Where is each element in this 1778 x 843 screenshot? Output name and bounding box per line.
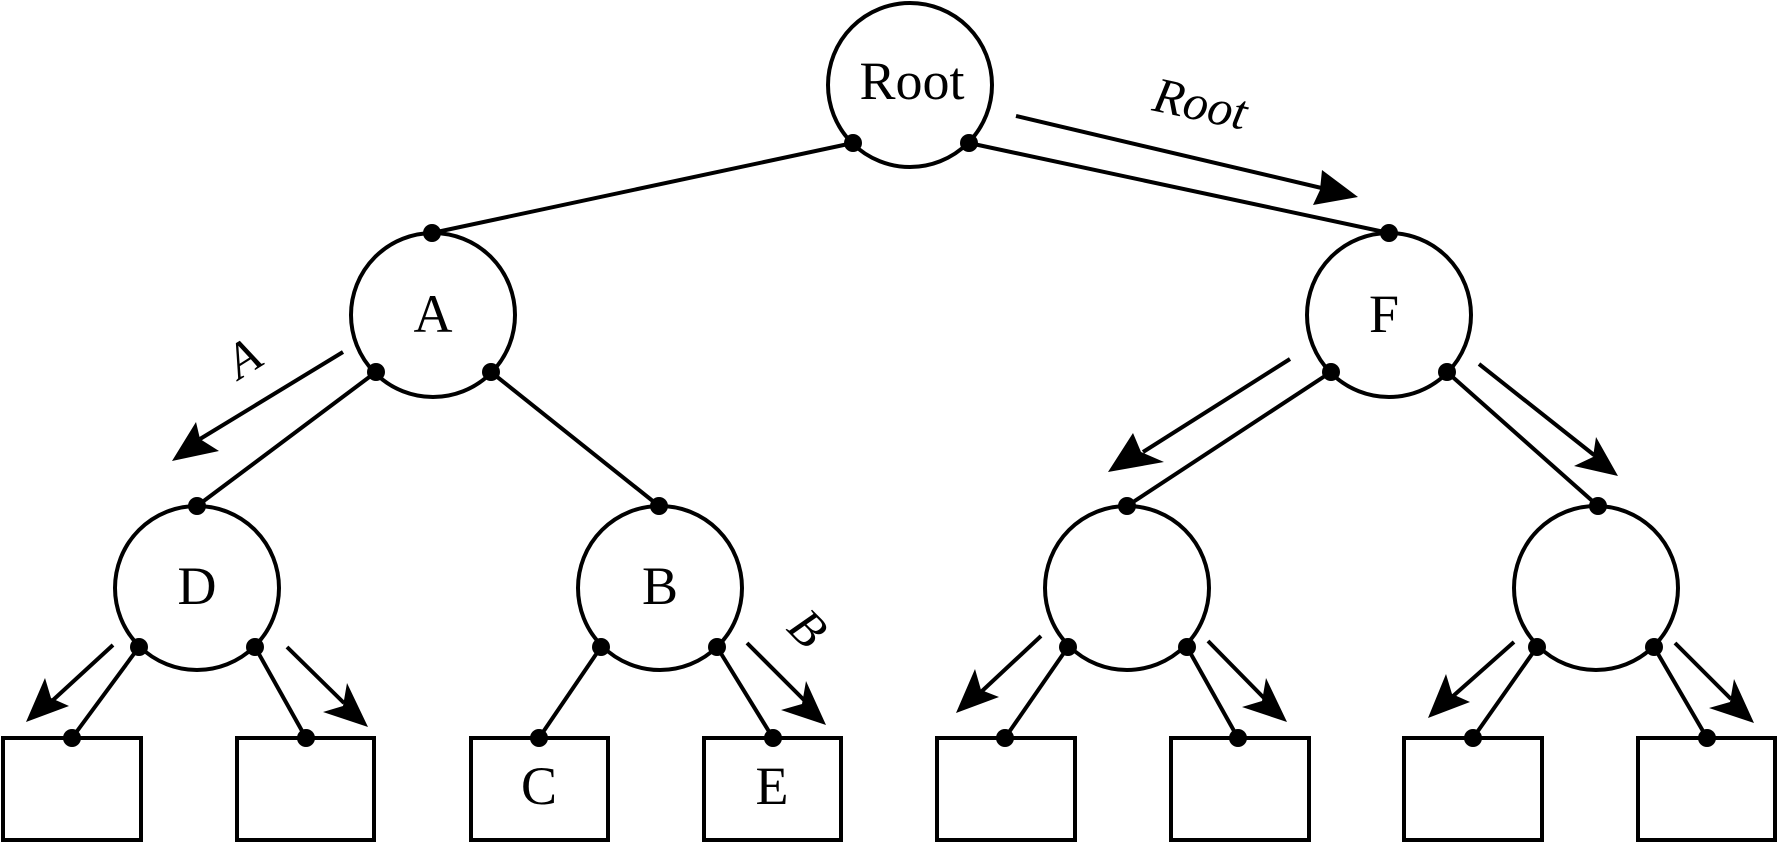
arrow-f2-to-leaf8-shaft bbox=[1673, 641, 1733, 701]
pin-leaf-e-top bbox=[764, 729, 782, 747]
pin-leaf5-top bbox=[996, 729, 1014, 747]
pin-leaf7-top bbox=[1464, 729, 1482, 747]
leaf-label-e: E bbox=[756, 756, 789, 816]
arrow-f2-to-leaf7-head bbox=[1428, 674, 1470, 718]
arrow-d-to-leaf2-head bbox=[323, 683, 368, 727]
pin-f-top bbox=[1380, 224, 1398, 242]
arrow-b-to-e-shaft bbox=[745, 641, 806, 702]
edge-label-b-to-e: B bbox=[777, 597, 838, 658]
node-label-b: B bbox=[642, 556, 678, 616]
pin-d-right bbox=[246, 638, 264, 656]
arrow-root-to-f-shaft bbox=[1015, 114, 1331, 192]
arrow-d-to-leaf2-shaft bbox=[285, 645, 346, 705]
node-label-root: Root bbox=[859, 51, 964, 111]
arrow-f1-to-leaf5-shaft bbox=[979, 634, 1043, 694]
pin-leaf8-top bbox=[1698, 729, 1716, 747]
arrow-f2-to-leaf8-head bbox=[1709, 679, 1754, 723]
arrow-f1-to-leaf6-head bbox=[1242, 678, 1287, 722]
pin-b-top bbox=[650, 497, 668, 515]
arrow-a-to-d-head bbox=[172, 422, 219, 461]
tree-leaves bbox=[1, 736, 1777, 842]
edge-label-root-to-f: Root bbox=[1148, 66, 1254, 141]
leaf-box-e bbox=[702, 736, 843, 842]
pin-f2-right bbox=[1645, 638, 1663, 656]
pin-root-left bbox=[844, 134, 862, 152]
leaf-box-6 bbox=[1169, 736, 1311, 842]
arrow-f-to-f2-head bbox=[1574, 437, 1618, 476]
arrow-f-to-f2-shaft bbox=[1477, 362, 1596, 457]
arrow-f2-to-leaf7-shaft bbox=[1450, 640, 1516, 699]
leaf-box-1 bbox=[1, 736, 143, 842]
arrow-a-to-d-shaft bbox=[198, 350, 345, 441]
pin-f2-left bbox=[1528, 638, 1546, 656]
arrow-root-to-f-head bbox=[1313, 170, 1358, 205]
edge-b-c bbox=[537, 645, 603, 740]
edge-f-f1 bbox=[1125, 370, 1333, 508]
traversal-arrows bbox=[26, 114, 1754, 727]
edge-a-b bbox=[489, 370, 661, 508]
pin-b-left bbox=[592, 638, 610, 656]
arrow-f1-to-leaf6-shaft bbox=[1206, 639, 1266, 700]
arrow-f1-to-leaf5-head bbox=[956, 669, 999, 713]
arrow-d-to-leaf1-shaft bbox=[50, 643, 115, 703]
pin-f-left bbox=[1322, 363, 1340, 381]
node-label-a: A bbox=[414, 284, 453, 344]
pin-f2-top bbox=[1589, 497, 1607, 515]
edge-a-d bbox=[195, 370, 378, 508]
leaf-box-2 bbox=[235, 736, 376, 842]
tree-edges bbox=[70, 141, 1709, 740]
edge-f2-leaf7 bbox=[1471, 645, 1539, 740]
edge-f2-leaf8 bbox=[1652, 645, 1709, 740]
arrow-f-to-f1-shaft bbox=[1141, 357, 1292, 454]
edge-b-e bbox=[715, 645, 775, 740]
pin-leaf1-top bbox=[63, 729, 81, 747]
leaf-box-5 bbox=[935, 736, 1077, 842]
leaf-box-7 bbox=[1402, 736, 1544, 842]
node-root bbox=[826, 1, 994, 169]
pin-d-left bbox=[130, 638, 148, 656]
pin-b-right bbox=[708, 638, 726, 656]
edge-label-a-to-d: A bbox=[213, 326, 272, 392]
node-label-f: F bbox=[1369, 284, 1399, 344]
edge-d-leaf2 bbox=[253, 646, 308, 739]
pin-f1-right bbox=[1178, 638, 1196, 656]
pin-a-left bbox=[367, 363, 385, 381]
edge-root-f bbox=[968, 141, 1390, 235]
arrow-f-to-f1-head bbox=[1108, 433, 1164, 472]
arrow-b-to-e-head bbox=[781, 681, 826, 725]
pin-f1-left bbox=[1059, 638, 1077, 656]
node-labels: Root A F D B C E bbox=[178, 51, 1400, 816]
leaf-box-8 bbox=[1636, 736, 1777, 842]
pin-leaf6-top bbox=[1229, 729, 1247, 747]
node-label-d: D bbox=[178, 556, 217, 616]
tree-nodes bbox=[113, 1, 1680, 672]
connection-pins bbox=[63, 134, 1716, 747]
pin-a-right bbox=[482, 363, 500, 381]
pin-d-top bbox=[188, 497, 206, 515]
pin-f-right bbox=[1438, 363, 1456, 381]
leaf-label-c: C bbox=[521, 756, 557, 816]
leaf-box-c bbox=[469, 736, 610, 842]
edge-root-a bbox=[431, 141, 854, 235]
pin-f1-top bbox=[1118, 497, 1136, 515]
edge-d-leaf1 bbox=[70, 645, 141, 740]
pin-a-top bbox=[423, 224, 441, 242]
edge-f-f2 bbox=[1445, 370, 1600, 508]
arrow-d-to-leaf1-head bbox=[26, 678, 69, 722]
edge-f1-leaf5 bbox=[1003, 645, 1070, 740]
pin-root-right bbox=[960, 134, 978, 152]
pin-leaf2-top bbox=[297, 729, 315, 747]
pin-leaf-c-top bbox=[530, 729, 548, 747]
edge-f1-leaf6 bbox=[1185, 646, 1240, 739]
